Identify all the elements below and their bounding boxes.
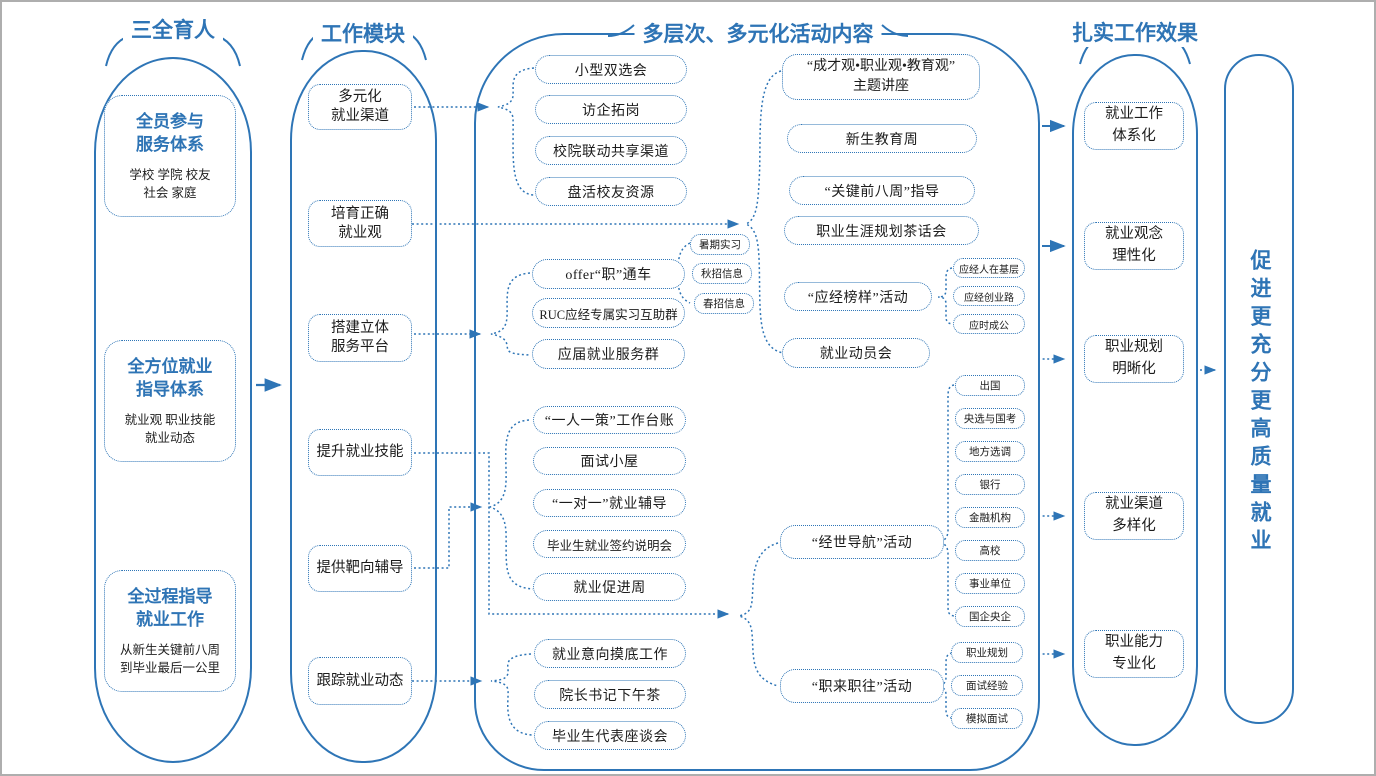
tag-box: 应经人在基层 <box>953 258 1025 278</box>
brace-tracking <box>490 653 533 736</box>
activity-box: 毕业生代表座谈会 <box>534 721 686 750</box>
bracket-nav-subs <box>938 384 955 617</box>
brace-platform <box>490 272 531 356</box>
activity-box-role-model: “应经榜样”活动 <box>784 282 932 311</box>
tag-box: 职业规划 <box>951 642 1023 663</box>
activity-box: 新生教育周 <box>787 124 977 153</box>
pillar-box-all-round: 全方位就业指导体系 就业观 职业技能就业动态 <box>104 340 236 462</box>
pillar-box-whole-process: 全过程指导就业工作 从新生关键前八周到毕业最后一公里 <box>104 570 236 692</box>
activity-box: 毕业生就业签约说明会 <box>533 530 686 558</box>
tag-box: 秋招信息 <box>692 263 752 284</box>
brace-skills <box>487 419 534 590</box>
tag-box: 金融机构 <box>955 507 1025 528</box>
pillar-box-sub: 从新生关键前八周到毕业最后一公里 <box>119 643 220 676</box>
col1-title: 三全育人 <box>123 14 223 44</box>
pillar-box-all-staff: 全员参与服务体系 学校 学院 校友社会 家庭 <box>104 95 236 217</box>
activity-box: 小型双选会 <box>535 55 687 84</box>
effect-box: 就业观念理性化 <box>1084 222 1184 270</box>
module-box-targeted: 提供靶向辅导 <box>308 545 412 592</box>
tag-box: 地方选调 <box>955 441 1025 462</box>
container-modules <box>290 50 437 763</box>
activity-box: “关键前八周”指导 <box>789 176 975 205</box>
activity-box: “一对一”就业辅导 <box>533 489 686 517</box>
tag-box: 春招信息 <box>694 293 754 314</box>
activity-box: 面试小屋 <box>533 447 686 475</box>
bracket-job-subs <box>937 652 953 719</box>
activity-box: RUC应经专属实习互助群 <box>532 298 685 328</box>
pillar-box-sub: 学校 学院 校友社会 家庭 <box>129 168 211 201</box>
tag-box: 央选与国考 <box>955 408 1025 429</box>
container-sanquan <box>94 57 252 763</box>
activity-box-job: “职来职往”活动 <box>780 669 944 703</box>
activity-box: 访企拓岗 <box>535 95 687 124</box>
activity-box: 就业动员会 <box>782 338 930 368</box>
effect-box: 就业渠道多样化 <box>1084 492 1184 540</box>
col2-title: 工作模块 <box>313 18 413 48</box>
goal-text: 促进更充分更高质量就业 <box>1248 249 1272 557</box>
activity-box: “一人一策”工作台账 <box>533 406 686 434</box>
pillar-box-sub: 就业观 职业技能就业动态 <box>124 413 216 446</box>
activity-box: 职业生涯规划茶话会 <box>784 216 979 245</box>
tag-box: 银行 <box>955 474 1025 495</box>
title-flourish <box>881 24 909 37</box>
activity-box-nav: “经世导航”活动 <box>780 525 944 559</box>
title-flourish <box>607 24 635 37</box>
arrow-targeted <box>414 502 483 569</box>
pillar-box-title: 全方位就业指导体系 <box>127 356 213 400</box>
module-box-platform: 搭建立体服务平台 <box>308 314 412 362</box>
effect-box: 职业能力专业化 <box>1084 630 1184 678</box>
module-box-mindset: 培育正确就业观 <box>308 200 412 247</box>
bracket-role-model-subs <box>937 267 953 325</box>
col3-title: 多层次、多元化活动内容 <box>634 18 882 48</box>
activity-box: 就业促进周 <box>533 573 686 601</box>
tag-box: 高校 <box>955 540 1025 561</box>
container-effects <box>1072 54 1198 746</box>
effect-box: 就业工作体系化 <box>1084 102 1184 150</box>
brace-mindset <box>744 70 784 354</box>
container-goal <box>1224 54 1294 724</box>
activity-box: offer“职”通车 <box>532 259 685 289</box>
tag-box: 暑期实习 <box>690 234 750 255</box>
col4-title: 扎实工作效果 <box>1064 17 1206 47</box>
effect-box: 职业规划明晰化 <box>1084 335 1184 383</box>
brace-activities <box>738 542 779 687</box>
activity-box: 盘活校友资源 <box>535 177 687 206</box>
module-box-skills: 提升就业技能 <box>308 429 412 476</box>
brace-channels <box>497 67 535 196</box>
tag-box: 应时成公 <box>953 314 1025 334</box>
tag-box: 国企央企 <box>955 606 1025 627</box>
tag-box: 出国 <box>955 375 1025 396</box>
tag-box: 事业单位 <box>955 573 1025 594</box>
tag-box: 面试经验 <box>951 675 1023 696</box>
tag-box: 模拟面试 <box>951 708 1023 729</box>
activity-box: 应届就业服务群 <box>532 339 685 369</box>
module-box-channels: 多元化就业渠道 <box>308 84 412 130</box>
activity-box: 校院联动共享渠道 <box>535 136 687 165</box>
tag-box: 应经创业路 <box>953 286 1025 306</box>
pillar-box-title: 全员参与服务体系 <box>136 111 204 155</box>
activity-box: 就业意向摸底工作 <box>534 639 686 668</box>
module-box-tracking: 跟踪就业动态 <box>308 657 412 705</box>
arrow-skills <box>414 452 730 619</box>
activity-box-lecture: “成才观•职业观•教育观”主题讲座 <box>782 54 980 100</box>
pillar-box-title: 全过程指导就业工作 <box>127 586 213 630</box>
activity-box: 院长书记下午茶 <box>534 680 686 709</box>
